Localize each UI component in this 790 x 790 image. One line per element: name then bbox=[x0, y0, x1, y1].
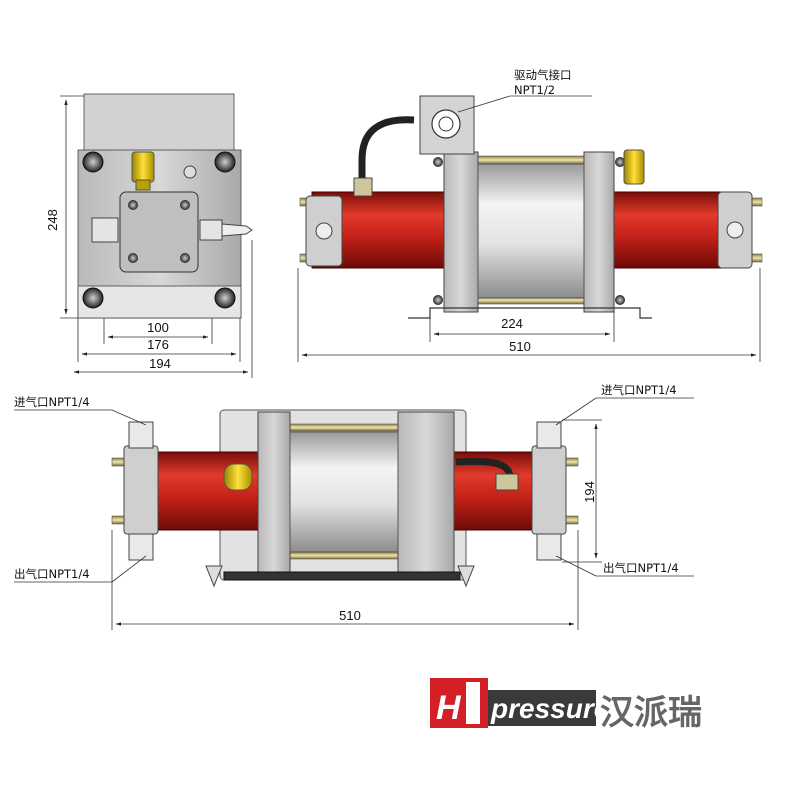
top-air-rod-2 bbox=[285, 551, 403, 560]
side-nut bbox=[433, 295, 443, 305]
front-bolt bbox=[180, 200, 190, 210]
side-nut bbox=[615, 157, 625, 167]
front-nut-tr bbox=[214, 151, 236, 173]
top-end-cap-right bbox=[531, 445, 567, 535]
front-right-nozzle bbox=[221, 223, 253, 237]
side-base-bracket bbox=[408, 307, 652, 319]
top-bottom-rod bbox=[223, 571, 461, 581]
side-nut bbox=[615, 295, 625, 305]
front-nut-tl bbox=[82, 151, 104, 173]
logo-mark: H bbox=[436, 689, 462, 727]
side-brass-valve bbox=[623, 149, 645, 185]
top-outlet-fitting-right bbox=[536, 533, 562, 561]
top-brass-valve bbox=[223, 463, 253, 491]
dim-mount-224: 224 bbox=[501, 316, 523, 331]
callout-outlet-left: 出气口NPT1/4 bbox=[14, 567, 90, 581]
top-view: 进气口NPT1/4 出气口NPT1/4 进气口NPT1/4 出气口NPT1/4 … bbox=[14, 383, 694, 630]
side-view: 驱动气接口 NPT1/2 224 510 bbox=[297, 68, 763, 362]
front-view: 248 100 176 194 bbox=[45, 93, 253, 378]
callout-drive-spec: NPT1/2 bbox=[514, 83, 555, 97]
callout-drive-title: 驱动气接口 bbox=[514, 68, 572, 82]
brand-logo: H pressure 汉派瑞 bbox=[430, 678, 702, 733]
top-air-rod-1 bbox=[285, 423, 403, 432]
front-small-port bbox=[183, 165, 197, 179]
front-base-plate bbox=[77, 285, 242, 319]
front-brass-valve-base bbox=[135, 179, 151, 191]
side-air-rod-top bbox=[473, 155, 587, 165]
dim-width-194: 194 bbox=[149, 356, 171, 371]
side-hose-fitting bbox=[353, 177, 373, 197]
top-hose-fitting bbox=[495, 473, 519, 491]
callout-inlet-left: 进气口NPT1/4 bbox=[14, 395, 90, 409]
front-nut-bl bbox=[82, 287, 104, 309]
top-foot-left bbox=[205, 565, 223, 588]
dim-width-100: 100 bbox=[147, 320, 169, 335]
side-air-cylinder bbox=[477, 163, 585, 299]
top-outlet-fitting-left bbox=[128, 533, 154, 561]
dim-top-length-510: 510 bbox=[339, 608, 361, 623]
dim-height: 248 bbox=[45, 209, 60, 231]
top-plate-left bbox=[257, 411, 291, 573]
front-nut-br bbox=[214, 287, 236, 309]
front-bolt bbox=[128, 200, 138, 210]
dim-width-176: 176 bbox=[147, 337, 169, 352]
logo-i-bar bbox=[466, 682, 480, 724]
side-hose bbox=[358, 116, 415, 182]
logo-cn: 汉派瑞 bbox=[600, 693, 702, 733]
front-bolt bbox=[128, 253, 138, 263]
logo-dark-block bbox=[488, 690, 596, 726]
callout-inlet-right: 进气口NPT1/4 bbox=[601, 383, 677, 397]
side-nut bbox=[433, 157, 443, 167]
side-plate-right bbox=[583, 151, 615, 313]
top-inlet-fitting-left bbox=[128, 421, 154, 449]
dim-depth-194: 194 bbox=[582, 481, 597, 503]
side-red-cylinder-right bbox=[611, 191, 725, 269]
callout-leader bbox=[457, 95, 511, 113]
front-brass-valve bbox=[131, 151, 155, 183]
top-foot-right bbox=[457, 565, 475, 588]
top-air-cylinder bbox=[289, 431, 399, 553]
front-bolt bbox=[180, 253, 190, 263]
dim-side-length-510: 510 bbox=[509, 339, 531, 354]
side-plate-left bbox=[443, 151, 479, 313]
side-drive-port-inner bbox=[438, 116, 454, 132]
top-plate-right bbox=[397, 411, 455, 573]
top-inlet-fitting-right bbox=[536, 421, 562, 449]
side-end-fitting-left bbox=[315, 222, 333, 240]
side-end-fitting-right bbox=[726, 221, 744, 239]
callout-outlet-right: 出气口NPT1/4 bbox=[603, 561, 679, 575]
front-center-block bbox=[119, 191, 199, 273]
front-top-block bbox=[83, 93, 235, 155]
logo-word: pressure bbox=[490, 693, 609, 724]
top-end-cap-left bbox=[123, 445, 159, 535]
front-right-fitting bbox=[199, 219, 223, 241]
front-left-fitting bbox=[91, 217, 119, 243]
